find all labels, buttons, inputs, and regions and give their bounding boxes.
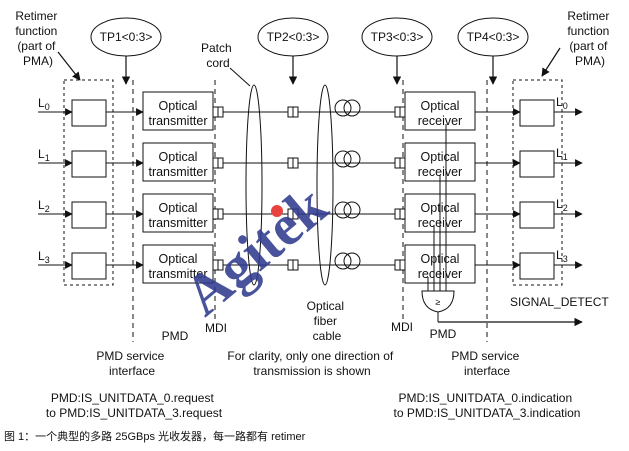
svg-text:≥: ≥ <box>436 297 441 307</box>
retimer-right-arrow <box>541 47 561 77</box>
optical-fiber-cable-label: Optical fiber cable <box>307 299 348 343</box>
rx-connector-2 <box>394 208 406 220</box>
retimer-right-dashed-box <box>512 79 563 286</box>
fiber-coil-b-1 <box>343 150 361 168</box>
optical-transmitter-2 <box>142 193 214 233</box>
retimer-left-dashed-box <box>63 79 114 286</box>
lane-label-right-1: L1 <box>556 146 568 162</box>
signal-detect-label: SIGNAL_DETECT <box>510 295 609 309</box>
tp1-callout: TP1<0:3> <box>90 17 162 85</box>
optical-receiver-1 <box>404 142 476 182</box>
fiber-coil-a-0 <box>334 99 352 117</box>
lane-label-left-3: L3 <box>38 249 50 265</box>
tp2-callout: TP2<0:3> <box>257 17 329 85</box>
fiber-coil-a-3 <box>334 252 352 270</box>
fiber-coil-b-0 <box>343 99 361 117</box>
clarity-note: For clarity, only one direction of trans… <box>227 349 396 378</box>
fiber-cable-bundle <box>316 84 334 286</box>
optical-transmitter-0 <box>142 91 214 131</box>
lane-label-left-2: L2 <box>38 198 50 214</box>
tp3-callout: TP3<0:3> <box>361 17 433 85</box>
retimer-left-block-0 <box>71 99 107 127</box>
figure-caption: 图 1：一个典型的多路 25GBps 光收发器，每一路都有 retimer <box>4 429 306 443</box>
watermark-dot <box>271 205 283 217</box>
rx-connector-3 <box>394 259 406 271</box>
lane-label-right-3: L3 <box>556 248 568 264</box>
retimer-right-block-0 <box>519 99 555 127</box>
lane-label-right-2: L2 <box>556 197 568 213</box>
retimer-left-block-2 <box>71 201 107 229</box>
lane-label-left-0: L0 <box>38 96 50 112</box>
patch-cord-bundle <box>245 84 263 286</box>
patch-cord-pointer <box>229 67 251 87</box>
unitdata-indication-label: PMD:IS_UNITDATA_0.indication to PMD:IS_U… <box>394 391 581 420</box>
retimer-left-label: Retimer function (part of PMA) <box>15 9 60 68</box>
svg-text:TP3<0:3>: TP3<0:3> <box>371 30 424 44</box>
lane-label-left-1: L1 <box>38 147 50 163</box>
retimer-left-arrow <box>57 51 81 81</box>
fiber-coil-a-1 <box>334 150 352 168</box>
fiber-coil-b-2 <box>343 201 361 219</box>
optical-transmitter-1 <box>142 142 214 182</box>
mdi-left-label: MDI <box>205 321 227 335</box>
retimer-right-label: Retimer function (part of PMA) <box>567 9 612 68</box>
tx-connector-1 <box>212 157 224 169</box>
tp4-callout: TP4<0:3> <box>457 17 529 85</box>
retimer-left-block-3 <box>71 252 107 280</box>
pmd-service-right-label: PMD service interface <box>451 349 522 378</box>
pmd-right-label: PMD <box>430 327 457 341</box>
patch-cord-label: Patch cord <box>201 41 235 70</box>
unitdata-request-label: PMD:IS_UNITDATA_0.request to PMD:IS_UNIT… <box>46 391 223 420</box>
retimer-right-block-1 <box>519 150 555 178</box>
or-gate: ≥ <box>421 290 455 313</box>
mdi-right-label: MDI <box>391 320 413 334</box>
retimer-right-block-3 <box>519 252 555 280</box>
tx-connector-0 <box>212 106 224 118</box>
lane-label-right-0: L0 <box>556 95 568 111</box>
fiber-coil-a-2 <box>334 201 352 219</box>
pmd-left-label: PMD <box>162 329 189 343</box>
retimer-right-block-2 <box>519 201 555 229</box>
svg-text:TP1<0:3>: TP1<0:3> <box>100 30 153 44</box>
retimer-left-block-1 <box>71 150 107 178</box>
mid-connector-1 <box>287 157 299 169</box>
fiber-coil-b-3 <box>343 252 361 270</box>
svg-text:TP2<0:3>: TP2<0:3> <box>267 30 320 44</box>
optical-receiver-0 <box>404 91 476 131</box>
svg-text:TP4<0:3>: TP4<0:3> <box>467 30 520 44</box>
rx-connector-1 <box>394 157 406 169</box>
rx-connector-0 <box>394 106 406 118</box>
tx-connector-2 <box>212 208 224 220</box>
mid-connector-0 <box>287 106 299 118</box>
pmd-service-left-label: PMD service interface <box>96 349 167 378</box>
